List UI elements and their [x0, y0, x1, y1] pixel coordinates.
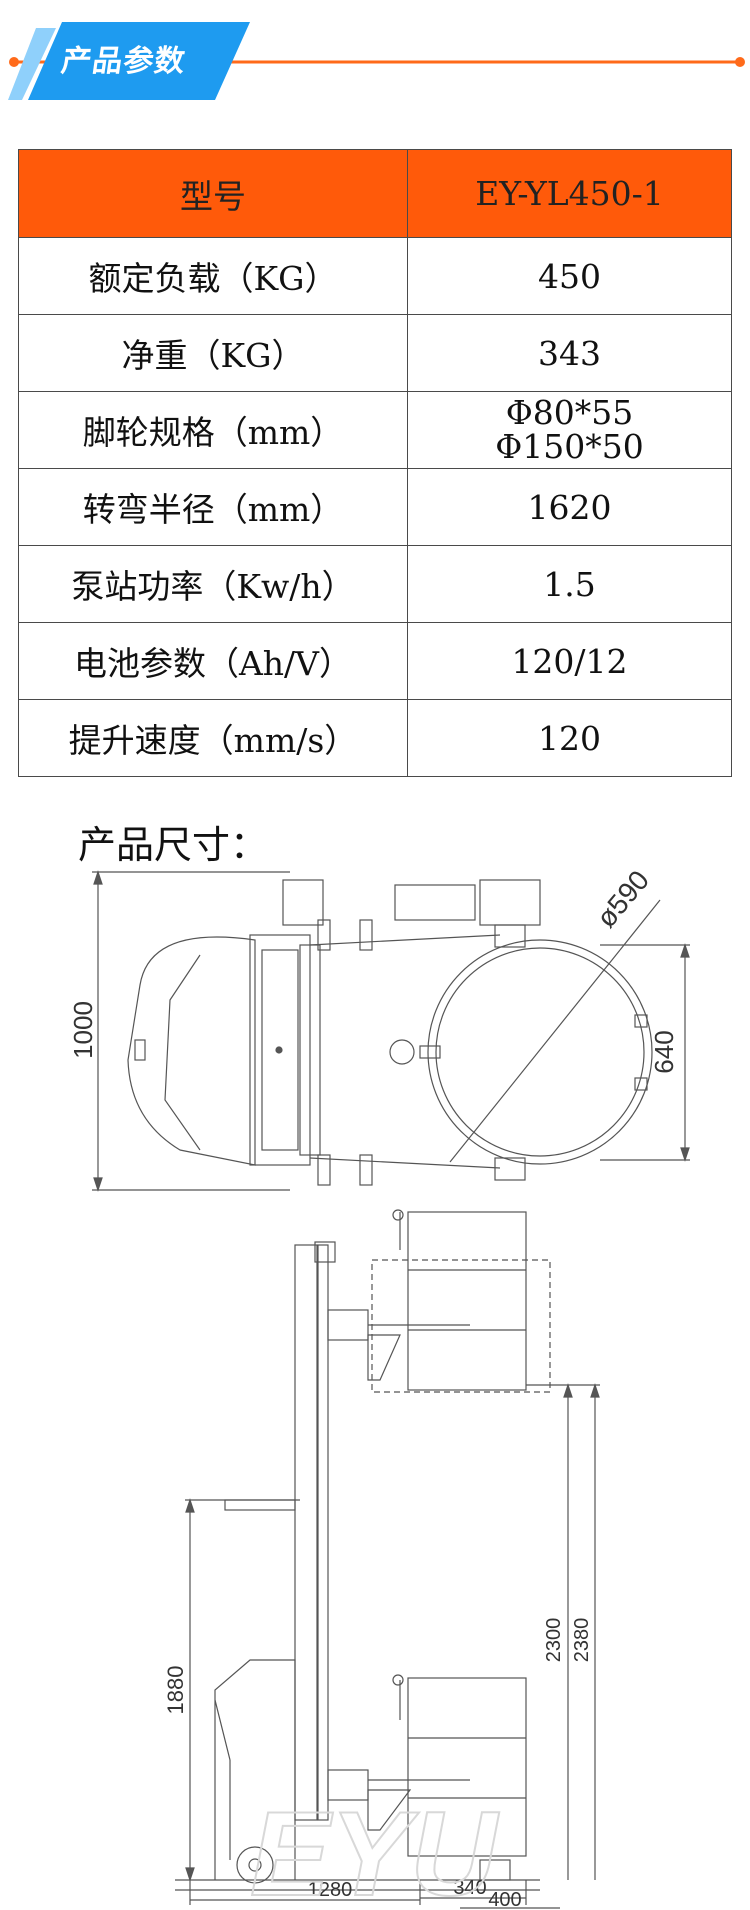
row-value: 1620	[407, 468, 732, 546]
row-value-line: Φ150*50	[495, 427, 644, 466]
row-value: 120/12	[407, 622, 732, 700]
row-label: 转弯半径（mm）	[18, 468, 408, 546]
section-header-graphic	[8, 22, 745, 100]
dim-diameter-label: ø590	[590, 864, 655, 933]
row-label: 提升速度（mm/s）	[18, 699, 408, 777]
table-header-label: 型号	[18, 149, 408, 238]
table-row: 转弯半径（mm） 1620	[18, 468, 732, 546]
technical-drawing: 1000 ø590 640	[68, 864, 690, 1910]
row-label: 电池参数（Ah/V）	[18, 622, 408, 700]
dim-mast-height-label: 1880	[163, 1666, 188, 1715]
row-value: 1.5	[407, 545, 732, 623]
top-view	[92, 870, 690, 1192]
side-view	[175, 1209, 600, 1909]
table-row: 净重（KG） 343	[18, 314, 732, 392]
table-row: 电池参数（Ah/V） 120/12	[18, 622, 732, 700]
dim-width-label: 1000	[68, 1001, 98, 1059]
dimensions-title: 产品尺寸：	[78, 823, 269, 867]
brand-watermark: EYU	[250, 1787, 500, 1910]
section-header: 产品参数	[0, 0, 750, 120]
row-label: 脚轮规格（mm）	[18, 391, 408, 469]
row-value: 450	[407, 237, 732, 315]
dim-depth-label: 640	[649, 1030, 679, 1073]
dim-drum-offset-label: 340	[453, 1877, 486, 1899]
row-label: 额定负载（KG）	[18, 237, 408, 315]
row-value: Φ80*55 Φ150*50	[407, 391, 732, 469]
row-value-line: Φ80*55	[505, 393, 634, 432]
table-row: 提升速度（mm/s） 120	[18, 699, 732, 777]
parameters-table: 型号 EY-YL450-1 额定负载（KG） 450 净重（KG） 343 脚轮…	[18, 149, 732, 777]
row-label: 泵站功率（Kw/h）	[18, 545, 408, 623]
dim-length-label: 1280	[308, 1879, 353, 1901]
section-title: 产品参数	[59, 44, 188, 79]
row-label: 净重（KG）	[18, 314, 408, 392]
table-header-row: 型号 EY-YL450-1	[18, 149, 732, 238]
dim-lift-height-1-label: 2300	[543, 1618, 565, 1663]
table-header-value: EY-YL450-1	[407, 149, 732, 238]
table-row: 额定负载（KG） 450	[18, 237, 732, 315]
row-value: 120	[407, 699, 732, 777]
table-row: 脚轮规格（mm） Φ80*55 Φ150*50	[18, 391, 732, 469]
dim-drum-total-label: 400	[488, 1889, 521, 1910]
dim-lift-height-2-label: 2380	[571, 1618, 593, 1663]
table-row: 泵站功率（Kw/h） 1.5	[18, 545, 732, 623]
row-value: 343	[407, 314, 732, 392]
